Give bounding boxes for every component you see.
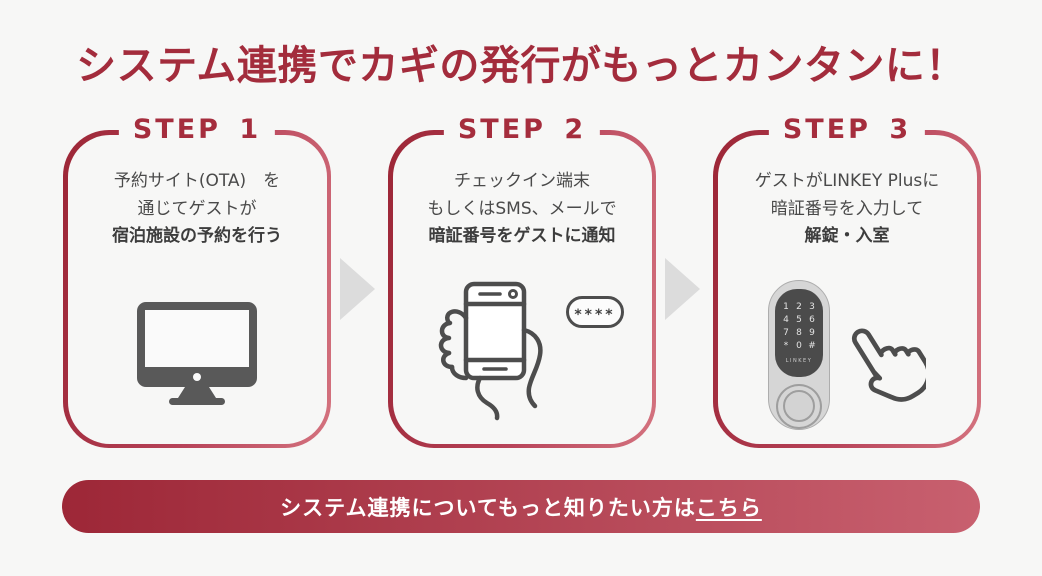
desktop-computer-icon (137, 302, 257, 405)
lock-key: # (808, 341, 816, 352)
step-2-line-1: チェックイン端末 (454, 171, 590, 191)
step-1-description: 予約サイト(OTA) を 通じてゲストが 宿泊施設の予約を行う (63, 168, 331, 251)
pointing-hand-icon (851, 328, 926, 402)
lock-key: 9 (809, 328, 815, 339)
step-1-line-3: 宿泊施設の予約を行う (112, 226, 282, 247)
lock-key: 8 (796, 328, 802, 339)
lock-keypad: 1 2 3 4 5 6 7 8 9 * 0 # (775, 289, 823, 377)
step-2-icon-area: **** (388, 272, 656, 434)
lock-knob (776, 383, 822, 429)
page-title: システム連携でカギの発行がもっとカンタンに！ (76, 43, 966, 89)
lock-key: * (783, 341, 789, 352)
step-3-label: STEP 3 (768, 113, 926, 147)
lock-brand-text: LINKEY (785, 358, 813, 365)
step-3-line-3: 解錠・入室 (804, 226, 890, 247)
step-1-card: STEP 1 予約サイト(OTA) を 通じてゲストが 宿泊施設の予約を行う (63, 113, 331, 448)
lock-key: 0 (796, 341, 802, 352)
step-1-line-1: 予約サイト(OTA) を (113, 171, 281, 191)
lock-key: 6 (809, 315, 815, 326)
lock-key: 5 (796, 315, 802, 326)
pin-code-bubble: **** (566, 296, 624, 328)
banner-text: システム連携についてもっと知りたい方は (280, 495, 696, 520)
chevron-right-arrow-icon (665, 258, 700, 320)
step-3-line-2: 暗証番号を入力して (770, 198, 924, 219)
steps-row: STEP 1 予約サイト(OTA) を 通じてゲストが 宿泊施設の予約を行う S (63, 113, 981, 448)
lock-key: 4 (783, 315, 789, 326)
smart-lock-keypad-icon: 1 2 3 4 5 6 7 8 9 * 0 # (768, 280, 830, 430)
pin-code-text: **** (574, 307, 616, 323)
lock-key: 1 (783, 302, 789, 313)
step-2-description: チェックイン端末 もしくはSMS、メールで 暗証番号をゲストに通知 (388, 168, 656, 251)
step-3-card-body (717, 134, 977, 444)
lock-keys: 1 2 3 4 5 6 7 8 9 * 0 # (780, 301, 818, 353)
lock-key: 3 (809, 302, 815, 313)
lock-key: 2 (796, 302, 802, 313)
more-info-banner[interactable]: システム連携についてもっと知りたい方はこちら (62, 480, 980, 533)
step-3-line-1: ゲストがLINKEY Plusに (754, 171, 940, 191)
hand-holding-smartphone-icon (438, 281, 543, 421)
step-1-icon-area (63, 272, 331, 434)
step-2-line-2: もしくはSMS、メールで (427, 198, 617, 219)
banner-link[interactable]: こちら (695, 495, 762, 520)
step-3-description: ゲストがLINKEY Plusに 暗証番号を入力して 解錠・入室 (713, 168, 981, 251)
chevron-right-arrow-icon (340, 258, 375, 320)
lock-key: 7 (783, 328, 789, 339)
step-2-line-3: 暗証番号をゲストに通知 (428, 226, 616, 247)
step-1-line-2: 通じてゲストが (137, 198, 257, 219)
step-1-label: STEP 1 (118, 113, 276, 147)
step-2-card: STEP 2 チェックイン端末 もしくはSMS、メールで 暗証番号をゲストに通知 (388, 113, 656, 448)
step-3-icon-area: 1 2 3 4 5 6 7 8 9 * 0 # (713, 272, 981, 434)
step-3-card: STEP 3 ゲストがLINKEY Plusに 暗証番号を入力して 解錠・入室 … (713, 113, 981, 448)
step-2-label: STEP 2 (443, 113, 601, 147)
